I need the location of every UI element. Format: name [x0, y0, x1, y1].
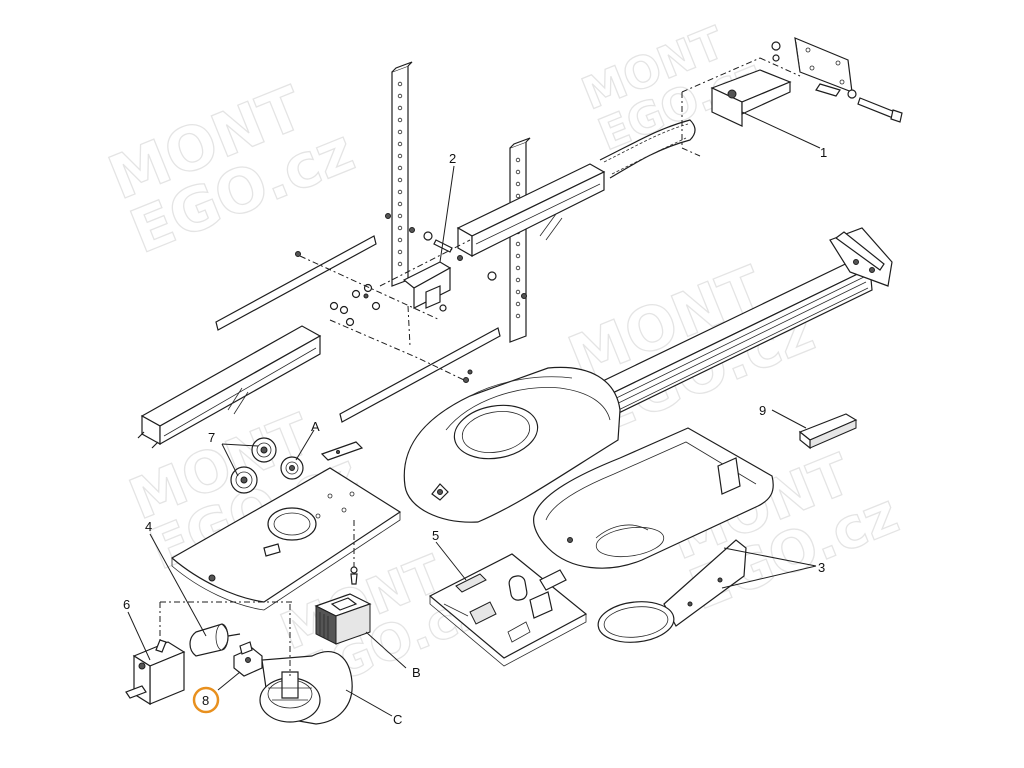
- part-1-door-bracket-assembly: [599, 37, 903, 179]
- callout-7: 7: [208, 430, 215, 445]
- part-2-hanger-assembly: [137, 61, 606, 449]
- leader-lines: [127, 111, 821, 717]
- chassis-plate: [170, 441, 402, 611]
- callout-6: 6: [123, 597, 130, 612]
- part-8-fitting: [233, 641, 263, 677]
- main-rail-assembly: [403, 227, 893, 523]
- callout-c: C: [393, 712, 402, 727]
- callout-8: 8: [202, 693, 209, 708]
- callout-labels: 1 2 3 4 5 6 7 8 9 A B C: [123, 145, 827, 727]
- callout-1: 1: [820, 145, 827, 160]
- callout-9: 9: [759, 403, 766, 418]
- part-a-gear: [280, 456, 304, 480]
- part-7-gears: [230, 437, 277, 494]
- callout-4: 4: [145, 519, 152, 534]
- callout-5: 5: [432, 528, 439, 543]
- part-5-circuit-board: [428, 553, 588, 667]
- part-3-housing-base: [533, 427, 774, 643]
- part-4-capacitor: [189, 623, 241, 657]
- callout-b: B: [412, 665, 421, 680]
- part-9-component: [798, 413, 858, 450]
- part-6-switch-block: [125, 602, 186, 706]
- callout-3: 3: [818, 560, 825, 575]
- part-b-transformer: [314, 593, 372, 645]
- callout-8-highlight-ring: [192, 686, 220, 714]
- callout-a: A: [311, 419, 320, 434]
- part-c-motor: [160, 601, 353, 725]
- callout-2: 2: [449, 151, 456, 166]
